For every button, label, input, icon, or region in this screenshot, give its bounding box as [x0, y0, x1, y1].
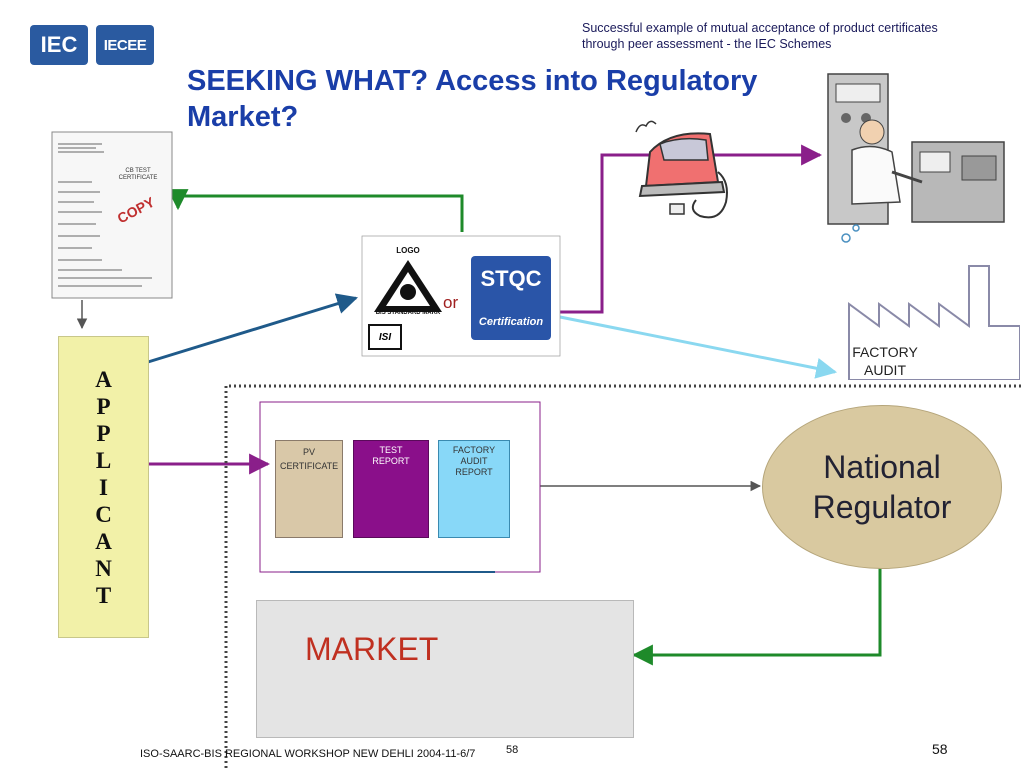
test-report-label: TEST REPORT: [372, 445, 410, 466]
applicant-letter: C: [95, 501, 112, 527]
slide-subtitle: Successful example of mutual acceptance …: [582, 20, 1002, 52]
test-lab-icon: [827, 73, 1005, 225]
market-label: MARKET: [305, 631, 439, 667]
factory-audit-label: FACTORY AUDIT: [852, 344, 918, 378]
footer-page-number-center: 58: [506, 744, 519, 756]
iec-logo-text: IEC: [40, 32, 78, 57]
cb-certificate: CB TEST CERTIFICATE COPY: [52, 132, 172, 298]
applicant-letter: A: [95, 528, 112, 554]
applicant-letter: I: [99, 474, 108, 500]
applicant-letter: L: [95, 447, 112, 473]
stqc-certification-text: Certification: [478, 316, 544, 328]
blue-arrow-applicant-marks: [147, 293, 359, 364]
factory-icon: [848, 265, 1020, 380]
applicant-letter: N: [95, 555, 112, 581]
isi-mark-icon: ISI: [368, 324, 402, 350]
iec-logo: IEC: [30, 25, 88, 65]
footer-page-number: 58: [932, 741, 948, 757]
certificate-lines: [58, 143, 152, 287]
green-arrow-regulator-market: [631, 568, 882, 666]
dotted-boundary: [224, 384, 1024, 768]
green-arrow-marks: [167, 189, 464, 232]
or-label: or: [443, 293, 459, 312]
green-arrow-top: [585, 155, 600, 260]
subtitle-line-2: through peer assessment - the IEC Scheme…: [582, 37, 832, 51]
bis-logo-label: LOGO: [396, 246, 420, 255]
certificate-heading: CB TEST CERTIFICATE: [118, 168, 158, 181]
applicant-letter: P: [96, 393, 111, 419]
market-box: MARKET: [256, 600, 634, 738]
bis-standard-mark: LOGO BIS STANDARD MARK ISI: [368, 242, 448, 352]
stqc-text: STQC: [480, 266, 542, 291]
lightblue-arrow-factory: [554, 314, 838, 379]
applicant-letter: T: [95, 582, 112, 608]
iron-icon: [635, 120, 728, 219]
bubbles-icon: [841, 224, 860, 243]
pv-certificate-label: PV CERTIFICATE: [280, 447, 339, 471]
national-regulator: National Regulator: [762, 405, 1002, 569]
iecee-logo: IECEE: [96, 25, 154, 65]
pv-certificate-doc: PV CERTIFICATE: [275, 440, 343, 538]
national-regulator-label: National Regulator: [812, 449, 952, 525]
factory-audit-report-label: FACTORY AUDIT REPORT: [452, 445, 496, 477]
stqc-certification-logo: STQC Certification: [471, 256, 551, 340]
applicant-box: A P P L I C A N T: [58, 336, 149, 638]
iecee-logo-text: IECEE: [103, 36, 147, 54]
bis-triangle-icon: [374, 260, 442, 312]
applicant-letter: P: [96, 420, 111, 446]
bis-mark-label: BIS STANDARD MARK: [375, 310, 441, 316]
slide-title: SEEKING WHAT? Access into Regulatory Mar…: [187, 65, 758, 133]
subtitle-line-1: Successful example of mutual acceptance …: [582, 21, 938, 35]
factory-audit-report-doc: FACTORY AUDIT REPORT: [438, 440, 510, 538]
isi-text: ISI: [378, 331, 392, 343]
test-report-doc: TEST REPORT: [353, 440, 429, 538]
footer-workshop: ISO-SAARC-BIS REGIONAL WORKSHOP NEW DEHL…: [140, 748, 476, 760]
applicant-letter: A: [95, 366, 112, 392]
